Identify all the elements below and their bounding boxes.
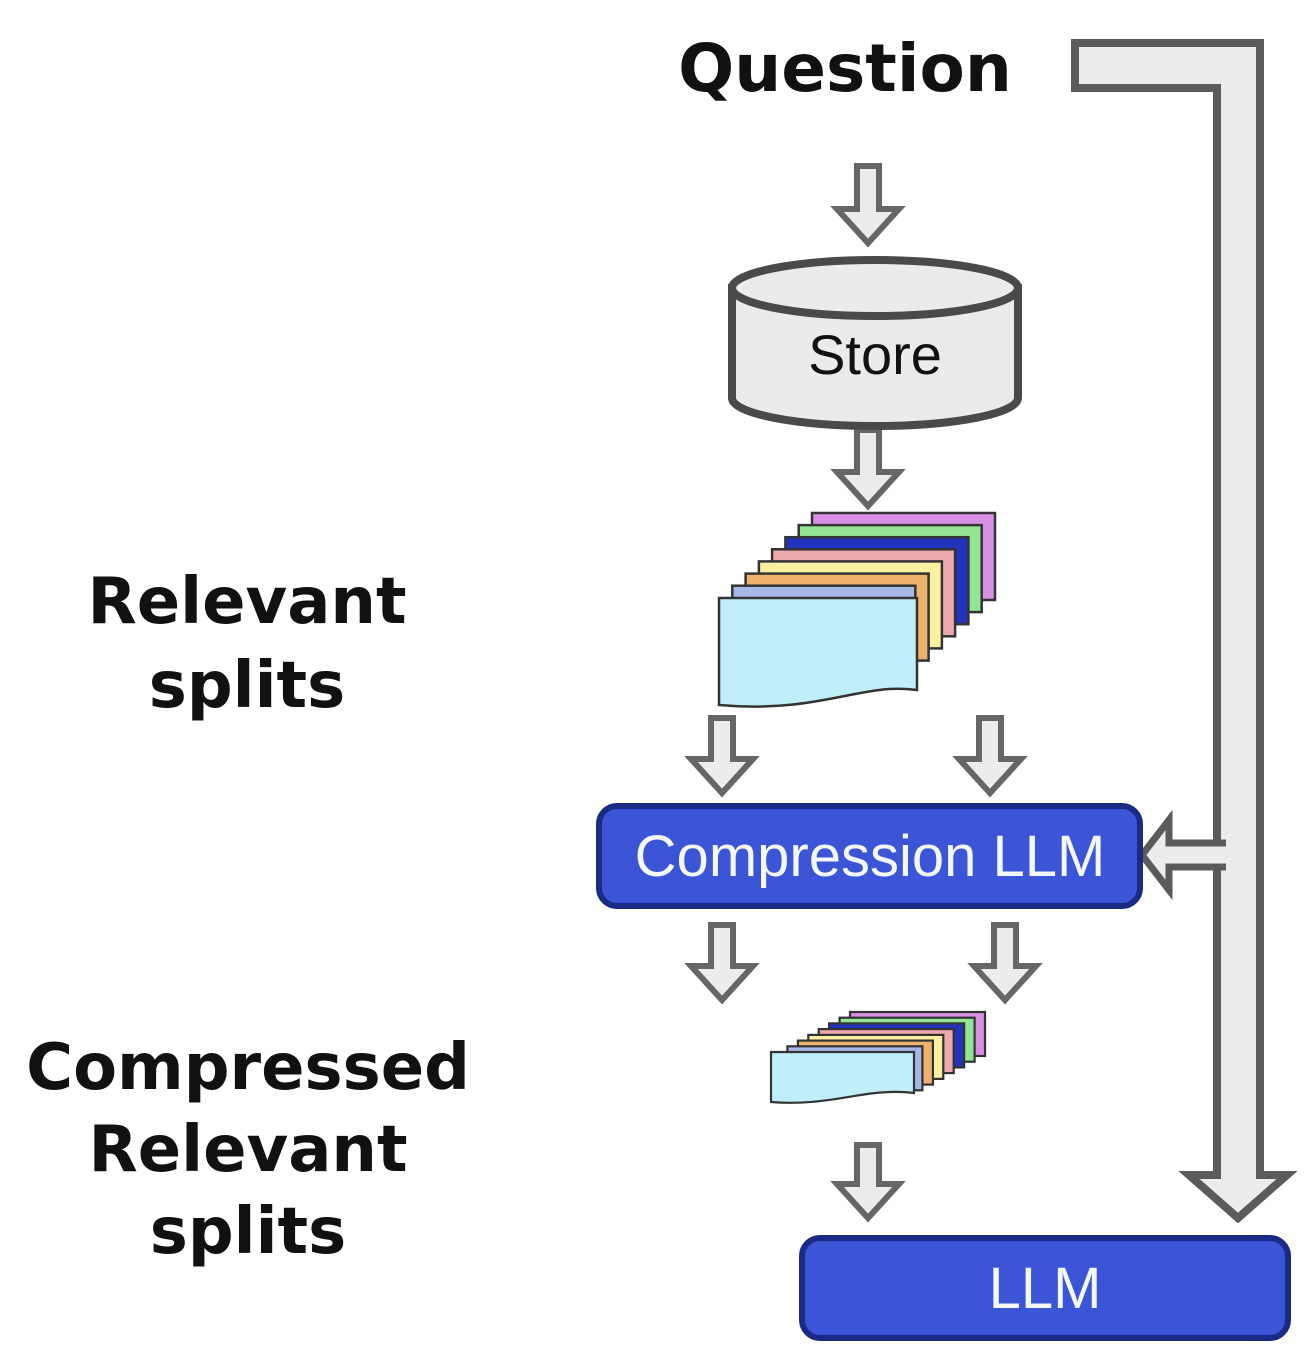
arrow-compressed-to-llm [830,1142,906,1223]
compression-llm-box [596,803,1143,909]
store-label: Store [808,323,942,386]
compressed-relevant-splits-label-line1: Compressed [26,1031,470,1105]
compressed-relevant-splits-label-line2: Relevant [88,1113,407,1187]
arrow-splits-to-compression-right [952,715,1028,798]
document-layer-front [717,596,919,708]
llm-node: LLM [799,1235,1291,1341]
store-cylinder: Store [728,256,1022,430]
question-to-llm-pipe-arrow [1071,39,1298,1224]
relevant-splits-label: Relevant splits [87,565,406,723]
compressed-relevant-splits-label-line3: splits [150,1195,346,1269]
llm-box [799,1235,1291,1341]
llm-label: LLM [989,1256,1102,1321]
pipe-to-compression-llm-arrow [1142,820,1226,890]
question-label: Question [678,30,1012,107]
arrow-store-to-splits [830,427,906,511]
compressed-splits-stack [769,1010,987,1104]
document-layer-front [769,1050,916,1104]
arrow-splits-to-compression-left [684,715,760,798]
relevant-splits-stack [717,511,997,708]
compression-llm-label: Compression LLM [635,824,1106,889]
store-cylinder-body [728,284,1022,430]
relevant-splits-label-line2: splits [149,649,345,723]
compression-llm-node: Compression LLM [596,803,1143,909]
compressed-relevant-splits-label: Compressed Relevant splits [26,1031,470,1269]
relevant-splits-label-line1: Relevant [87,565,406,639]
arrow-compression-to-compressed-left [684,922,760,1005]
arrow-question-to-store [830,163,906,248]
store-cylinder-top [728,256,1022,320]
arrow-compression-to-compressed-right [967,922,1043,1005]
